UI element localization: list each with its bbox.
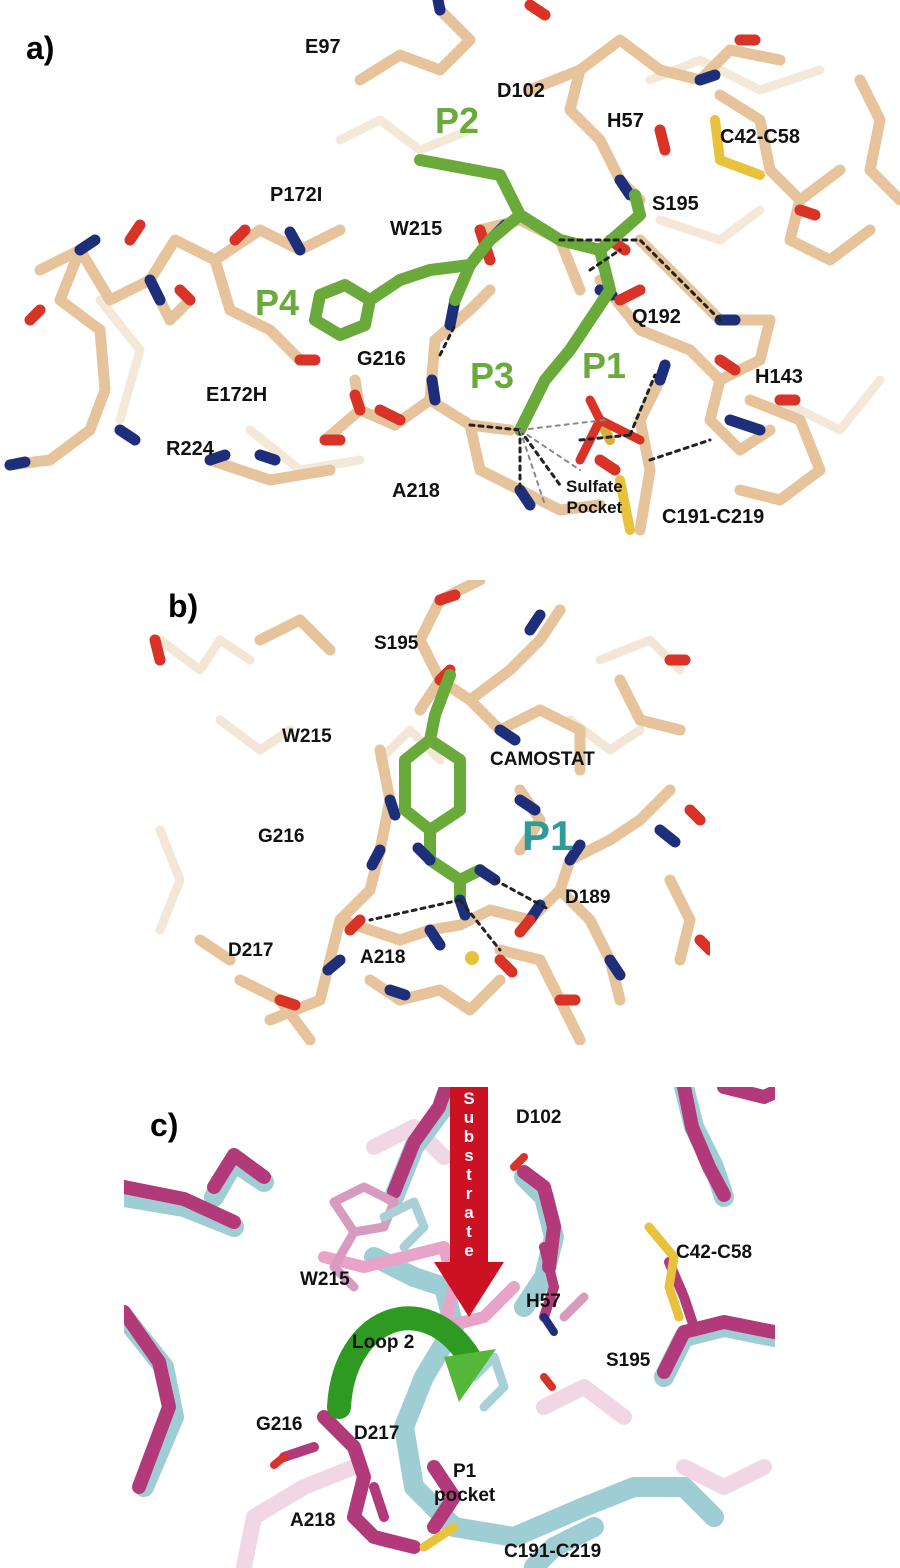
residue-label: D102: [497, 80, 545, 102]
residue-label: S195: [374, 633, 419, 654]
residue-label: D189: [565, 887, 611, 908]
residue-label: C191-C219: [662, 506, 765, 528]
panel-b: b) S195 W215 CAMOSTAT G216 D189 D217 A21…: [140, 580, 710, 1045]
p1-pocket-label-line: pocket: [434, 1485, 496, 1506]
panel-a-label: a): [26, 30, 55, 66]
loop-label: Loop 2: [352, 1332, 415, 1353]
p1-pocket-label-line: P1: [453, 1461, 477, 1482]
residue-label: W215: [282, 726, 332, 747]
substrate-arrow-letter: t: [466, 1222, 472, 1241]
residue-label: S195: [606, 1350, 651, 1371]
residue-label: E97: [305, 36, 341, 58]
ribbon-magenta: [124, 1180, 241, 1229]
panel-b-structure: [149, 580, 710, 1045]
substrate-arrow-letter: r: [465, 1184, 473, 1203]
residue-label: E172H: [206, 384, 268, 406]
residue-label: H143: [755, 366, 803, 388]
residue-label: C42-C58: [720, 126, 801, 148]
residue-label: D217: [354, 1423, 400, 1444]
subsite-label: P2: [435, 100, 480, 141]
residue-label: R224: [166, 438, 214, 460]
panel-c-structure: [124, 1087, 775, 1568]
residue-label: W215: [390, 218, 443, 240]
p1-pocket-label: P1 pocket: [434, 1460, 495, 1508]
substrate-arrow-letter: S: [463, 1089, 475, 1108]
subsite-label: P1: [522, 812, 574, 859]
substrate-arrow-letter: s: [464, 1146, 474, 1165]
substrate-arrow-letter: u: [463, 1108, 475, 1127]
residue-label: A218: [392, 480, 440, 502]
residue-label: H57: [607, 110, 644, 132]
subsite-label: P1: [582, 345, 627, 386]
residue-label: A218: [290, 1510, 336, 1531]
panel-c-label: c): [150, 1107, 179, 1143]
substrate-arrow-letter: e: [464, 1241, 474, 1260]
residue-label: G216: [258, 826, 305, 847]
loop-motion-arrow: [327, 1306, 496, 1419]
sulfate-pocket-label: Sulfate Pocket: [566, 476, 623, 518]
residue-label: D217: [228, 940, 274, 961]
sulfate-pocket-label-line: Pocket: [566, 498, 623, 517]
sulfate-pocket-label-line: Sulfate: [566, 477, 623, 496]
residue-label: G216: [256, 1414, 303, 1435]
substrate-arrow: [434, 1087, 504, 1317]
residue-label: A218: [360, 947, 406, 968]
residue-label: G216: [357, 348, 406, 370]
panel-b-label: b): [168, 588, 199, 624]
residue-label: Q192: [632, 306, 681, 328]
residue-label: C42-C58: [676, 1242, 753, 1263]
protein-chain-left: [34, 224, 346, 306]
ligand-label: CAMOSTAT: [490, 749, 595, 770]
ligand-backbone: [414, 154, 526, 271]
substrate-arrow-letter: t: [466, 1165, 472, 1184]
panel-a: a) E97 D102 H57 C42-C58 P172I W215 S195 …: [0, 0, 900, 540]
residue-label: W215: [300, 1269, 350, 1290]
subsite-label: P3: [470, 355, 515, 396]
residue-label: D102: [516, 1107, 562, 1128]
residue-label: P172I: [270, 184, 323, 206]
subsite-label: P4: [255, 282, 300, 323]
panel-a-structure: [4, 0, 900, 536]
residue-label: H57: [526, 1291, 561, 1312]
residue-label: S195: [652, 193, 699, 215]
substrate-arrow-letter: b: [463, 1127, 475, 1146]
substrate-arrow-letter: a: [464, 1203, 474, 1222]
camostat-ligand: [424, 669, 456, 746]
residue-label: C191-C219: [504, 1541, 602, 1562]
